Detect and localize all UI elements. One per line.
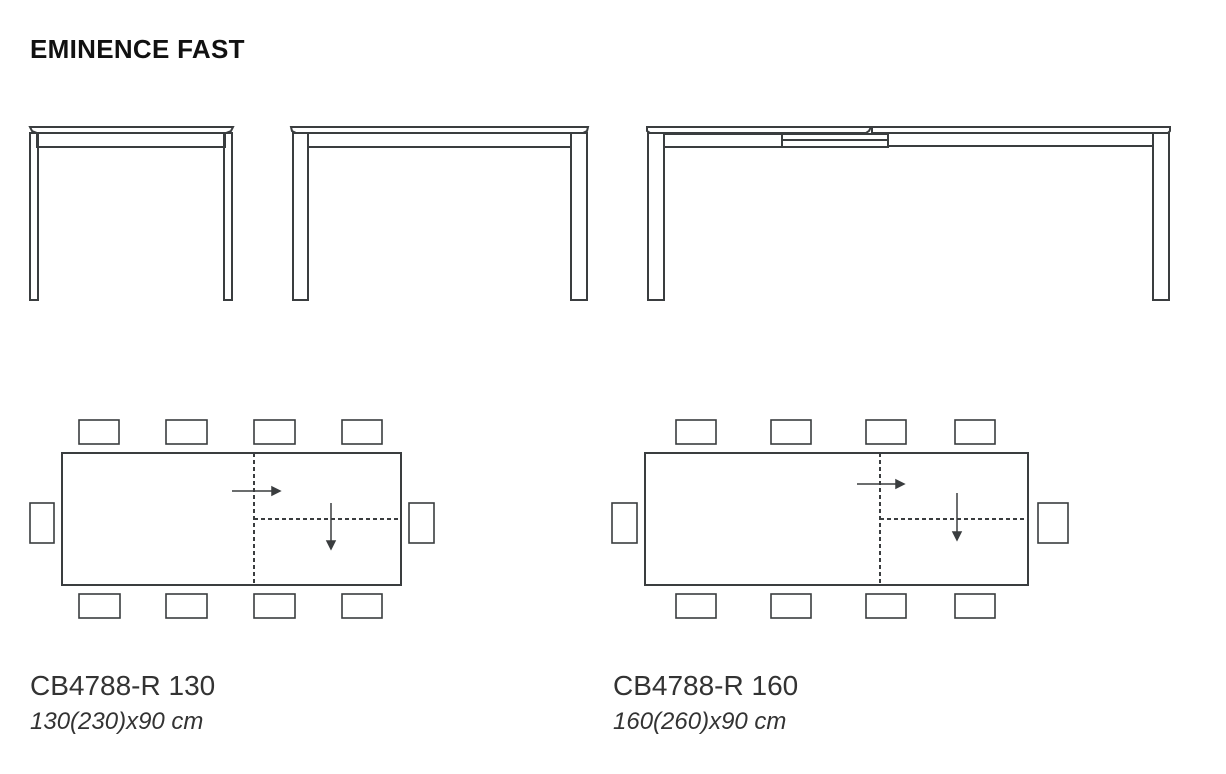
chairs (611, 419, 1069, 619)
page-title: EMINENCE FAST (30, 34, 245, 64)
plan-view-130 (29, 419, 435, 619)
arrow-down-icon (951, 493, 963, 542)
model-dimensions: 130(230)x90 cm (30, 708, 204, 735)
arrow-right-icon (857, 478, 906, 490)
arrow-down-icon (325, 503, 337, 551)
model-code: CB4788-R 130 (30, 670, 216, 701)
arrow-right-icon (232, 485, 282, 497)
side-view-short (28, 126, 235, 301)
plan-view-160 (611, 419, 1069, 619)
model-dimensions: 160(260)x90 cm (613, 708, 787, 735)
chairs (29, 419, 435, 619)
side-view-long (289, 126, 590, 301)
side-view-extended (646, 126, 1171, 301)
model-code: CB4788-R 160 (613, 670, 799, 701)
